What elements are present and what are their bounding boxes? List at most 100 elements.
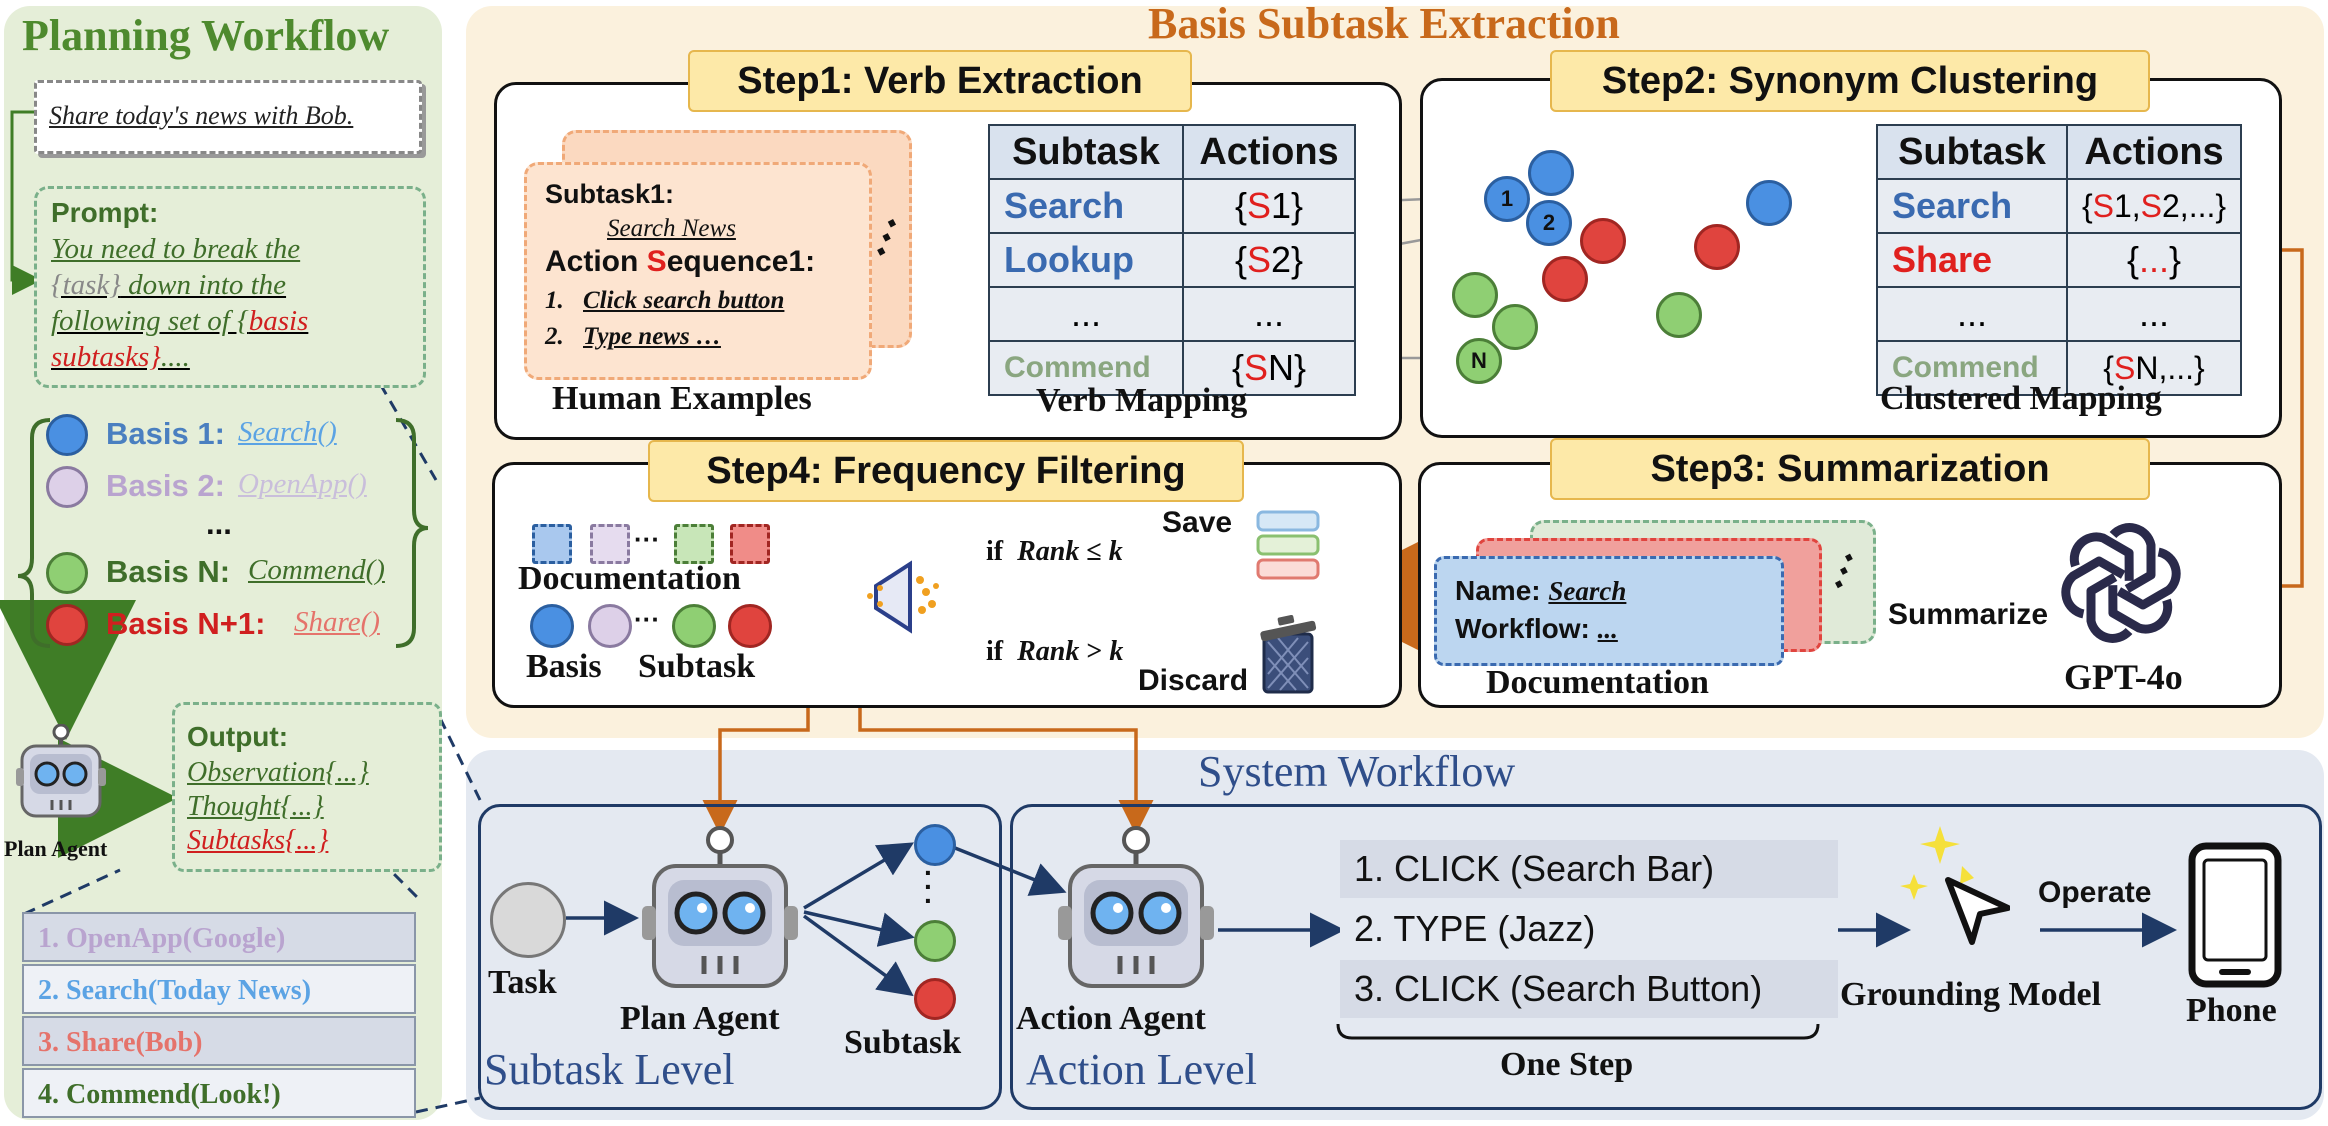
subtask-list-item-4: 4. Commend(Look!) xyxy=(22,1068,416,1118)
phone-label: Phone xyxy=(2186,992,2277,1029)
prompt-label: Prompt: xyxy=(51,197,159,228)
step3-documentation-label: Documentation xyxy=(1486,664,1709,701)
step4-basis-label: Basis xyxy=(526,648,602,685)
rank-condition-discard: if Rank > k xyxy=(986,636,1124,667)
cluster-node-1: 1 xyxy=(1484,176,1530,222)
summarize-label: Summarize xyxy=(1888,598,2049,631)
output-thought: Thought{...} xyxy=(187,791,324,822)
basis-n1-label: Basis N+1: xyxy=(106,606,266,641)
step3-label: Step3: Summarization xyxy=(1550,438,2150,500)
gpt-label: GPT-4o xyxy=(2064,657,2183,697)
step4-label: Step4: Frequency Filtering xyxy=(648,440,1244,502)
verb-mapping-label: Verb Mapping xyxy=(1036,382,1248,419)
step4-documentation-label: Documentation xyxy=(518,560,741,597)
vm-row2-subtask: Lookup xyxy=(988,232,1184,288)
basis-n-circle xyxy=(46,552,88,594)
prompt-line-4-end: .... xyxy=(160,341,190,373)
plan-agent-label: Plan Agent xyxy=(4,836,108,861)
one-step-label: One Step xyxy=(1500,1046,1634,1083)
cursor-sparkle-icon xyxy=(1900,826,2011,956)
cluster-node-green-b xyxy=(1492,304,1538,350)
bottom-plan-agent-label: Plan Agent xyxy=(620,1000,780,1037)
subtask-level-panel xyxy=(478,804,1002,1110)
planning-workflow-title: Planning Workflow xyxy=(22,11,390,60)
basis-2-circle xyxy=(46,466,88,508)
card-step-2-num: 2. xyxy=(545,323,564,350)
plan-agent-robot-icon xyxy=(14,723,108,824)
vm-row4-subtask: Commend xyxy=(988,340,1184,396)
cm-row3-actions: ... xyxy=(2066,286,2242,342)
task-circle xyxy=(490,882,566,958)
prompt-line-1: You need to break the xyxy=(51,233,301,265)
basis-ellipsis: ... xyxy=(206,506,232,541)
prompt-task-token: {task} xyxy=(51,269,121,301)
phone-icon xyxy=(2188,842,2282,988)
cluster-node-green-a xyxy=(1452,272,1498,318)
trash-icon xyxy=(1256,612,1320,694)
vm-head-subtask: Subtask xyxy=(988,124,1184,180)
basis-1-fn: Search() xyxy=(238,416,337,448)
rank-condition-save: if Rank ≤ k xyxy=(986,536,1123,567)
card-step-1-num: 1. xyxy=(545,287,564,314)
vm-row1-actions: {S1} xyxy=(1182,178,1356,234)
basis-2-label: Basis 2: xyxy=(106,468,225,503)
clustered-mapping-label: Clustered Mapping xyxy=(1880,380,2162,417)
discard-label: Discard xyxy=(1138,664,1249,697)
basis-n-fn: Commend() xyxy=(248,554,385,586)
task-label: Task xyxy=(488,964,557,1001)
step2-label: Step2: Synonym Clustering xyxy=(1550,50,2150,112)
cm-row2-actions: {...} xyxy=(2066,232,2242,288)
action-step-1: 1. CLICK (Search Bar) xyxy=(1340,840,1838,898)
subtask-node-red xyxy=(914,978,956,1020)
action-agent-robot-icon xyxy=(1056,826,1216,996)
vm-row4-actions: {SN} xyxy=(1182,340,1356,396)
vm-head-actions: Actions xyxy=(1182,124,1356,180)
save-label: Save xyxy=(1162,506,1233,539)
cluster-center-green xyxy=(1656,292,1702,338)
subtask-node-blue xyxy=(914,824,956,866)
subtask-list-item-1: 1. OpenApp(Google) xyxy=(22,912,416,962)
subtask-node-dots: ··· xyxy=(924,857,934,916)
cluster-node-red-b xyxy=(1542,256,1588,302)
basis-circle-ellipsis: ··· xyxy=(634,604,660,634)
doc-name-row: Name: Search xyxy=(1455,575,1627,606)
step4-panel xyxy=(492,462,1402,708)
basis-n1-fn: Share() xyxy=(294,606,380,638)
action-level-panel xyxy=(1010,804,2322,1110)
system-workflow-title: System Workflow xyxy=(1198,747,1516,796)
gpt-logo-icon xyxy=(2058,520,2184,646)
output-subtasks: Subtasks{...} xyxy=(187,825,329,856)
basis-2-fn: OpenApp() xyxy=(238,468,367,500)
action-step-3: 3. CLICK (Search Button) xyxy=(1340,960,1838,1018)
operate-label: Operate xyxy=(2038,876,2152,909)
cluster-node-red-a xyxy=(1580,218,1626,264)
cm-row3-subtask: ... xyxy=(1876,286,2068,342)
doc-workflow-row: Workflow: ... xyxy=(1455,613,1618,644)
task-text: Share today's news with Bob. xyxy=(49,101,354,130)
card-step-1: Click search button xyxy=(583,287,785,314)
cm-row1-actions: {S1,S2,...} xyxy=(2066,178,2242,234)
output-box: Output: Observation{...} Thought{...} Su… xyxy=(172,702,442,872)
plan-agent-robot-icon-large xyxy=(640,826,800,996)
cm-row4-actions: {SN,...} xyxy=(2066,340,2242,396)
subtask-node-green xyxy=(914,920,956,962)
prompt-box: Prompt: You need to break the {task} dow… xyxy=(34,186,426,388)
doc-square-green xyxy=(674,524,714,564)
subtask-list-item-2: 2. Search(Today News) xyxy=(22,964,416,1014)
cm-row2-subtask: Share xyxy=(1876,232,2068,288)
cm-head-actions: Actions xyxy=(2066,124,2242,180)
cm-head-subtask: Subtask xyxy=(1876,124,2068,180)
basis-extraction-title: Basis Subtask Extraction xyxy=(1148,0,1620,48)
basis-circle-blue xyxy=(530,604,574,648)
vm-row3-subtask: ... xyxy=(988,286,1184,342)
bottom-subtask-label: Subtask xyxy=(844,1024,962,1061)
vm-row1-subtask: Search xyxy=(988,178,1184,234)
basis-n-label: Basis N: xyxy=(106,554,231,589)
cluster-node-n: N xyxy=(1456,338,1502,384)
cluster-node-blue-a xyxy=(1528,150,1574,196)
cm-row1-subtask: Search xyxy=(1876,178,2068,234)
vm-row3-actions: ... xyxy=(1182,286,1356,342)
human-examples-label: Human Examples xyxy=(552,380,812,417)
doc-square-red xyxy=(730,524,770,564)
